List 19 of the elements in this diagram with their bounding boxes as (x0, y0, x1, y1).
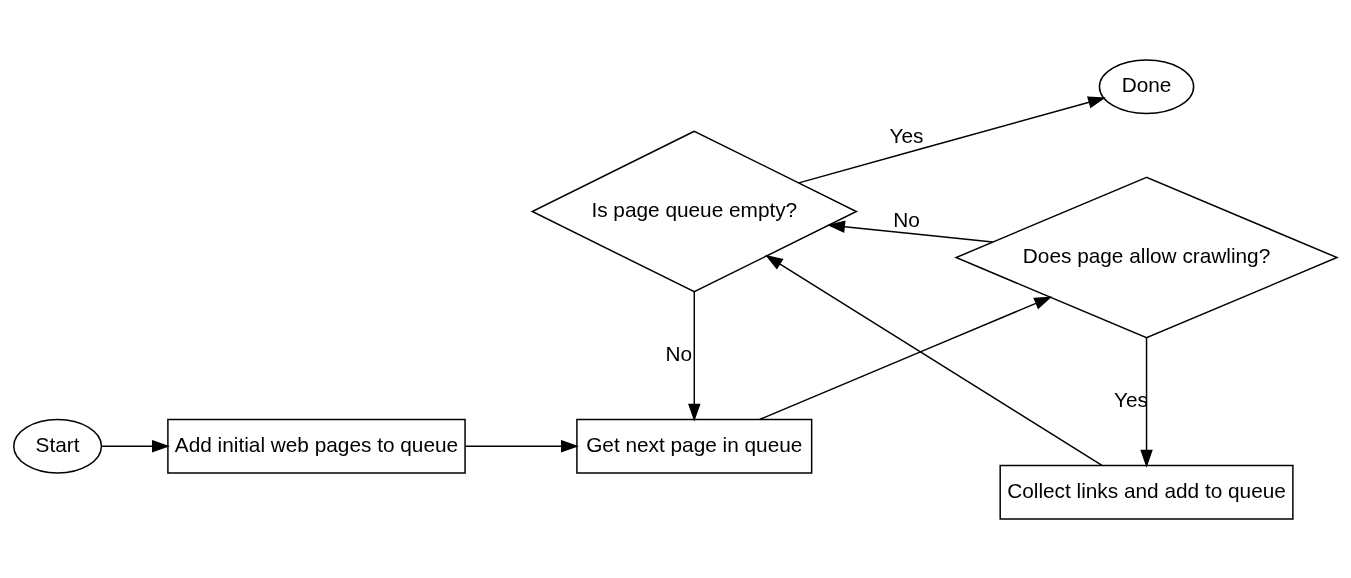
node-box: Get next page in queue (576, 418, 813, 474)
edge-label: Yes (1113, 387, 1148, 411)
arrow (1140, 336, 1153, 468)
arrow (765, 254, 1103, 466)
arrow (100, 439, 170, 452)
arrow (798, 95, 1106, 184)
arrow (464, 439, 579, 452)
node-diamond: Is page queue empty? (530, 129, 858, 293)
arrow (688, 290, 701, 422)
edge-label: No (893, 207, 920, 231)
node-box: Add initial web pages to queue (167, 418, 466, 474)
node-ellipse: Start (13, 418, 103, 474)
edge-label: No (665, 341, 692, 365)
arrow (827, 220, 994, 243)
node-box: Collect links and add to queue (999, 464, 1294, 520)
arrow (758, 296, 1053, 420)
node-diamond: Does page allow crawling? (954, 176, 1339, 339)
node-ellipse: Done (1098, 58, 1195, 114)
edge-label: Yes (889, 123, 924, 147)
